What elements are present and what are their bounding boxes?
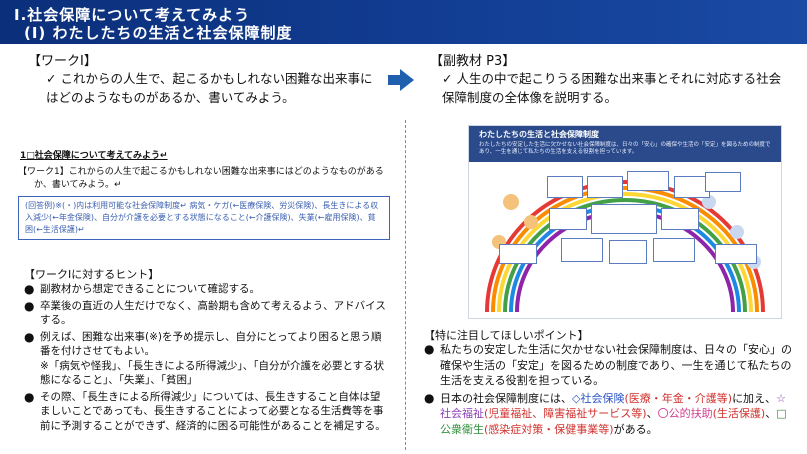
- hint-sub-note: ※「病気や怪我」、「長生きによる所得減少」、「自分が介護を必要とする状態になるこ…: [40, 359, 385, 387]
- bullet-icon: ●: [424, 390, 435, 405]
- right-arrow-icon: [388, 69, 414, 91]
- diagram-box: [587, 176, 623, 198]
- focus-point: ● 日本の社会保障制度には、◇社会保険(医療・年金・介護等)に加え、☆社会福祉(…: [424, 390, 787, 436]
- diagram-description: わたしたちの安定した生活に欠かせない社会保障制度は、日々の「安心」の確保や生活の…: [479, 142, 771, 155]
- social-security-diagram: わたしたちの生活と社会保障制度 わたしたちの安定した生活に欠かせない社会保障制度…: [468, 125, 782, 319]
- section-title: Ⅰ.社会保障について考えてみよう: [14, 6, 251, 24]
- diagram-box: [547, 176, 583, 198]
- hint-item: ● 卒業後の直近の人生だけでなく、高齢期も含めて考えるよう、アドバイスする。: [24, 298, 386, 327]
- bullet-icon: ●: [424, 342, 435, 356]
- worksheet-excerpt: 1□社会保障について考えてみよう↵ 【ワーク1】これからの人生で起こるかもしれな…: [18, 150, 390, 240]
- bullet-icon: ●: [24, 298, 35, 313]
- reference-title: 【副教材 P3】: [430, 54, 516, 69]
- header-banner: Ⅰ.社会保障について考えてみよう (Ⅰ) わたしたちの生活と社会保障制度: [0, 0, 807, 44]
- diagram-box: [653, 238, 695, 262]
- diagram-box: [715, 244, 757, 264]
- bullet-icon: ●: [24, 282, 35, 296]
- bullet-icon: ●: [24, 389, 35, 404]
- diagram-box: [591, 204, 657, 234]
- social-welfare-label: ☆社会福祉: [440, 391, 786, 421]
- diagram-box: [561, 238, 603, 262]
- diagram-box: [609, 240, 647, 264]
- worksheet-work: 【ワーク1】これからの人生で起こるかもしれない困難な出来事にはどのようなものがあ…: [18, 167, 384, 190]
- diagram-box: [499, 244, 537, 264]
- focus-title: 【特に注目してほしいポイント】: [424, 329, 589, 342]
- diagram-box: [549, 208, 587, 230]
- hint-item: ● その際、「長生きによる所得減少」については、長生きすること自体は望ましいこと…: [24, 389, 386, 432]
- hints-list: ● 副教材から想定できることについて確認する。 ● 卒業後の直近の人生だけでなく…: [24, 282, 390, 435]
- focus-point: ● 私たちの安定した生活に欠かせない社会保障制度は、日々の「安心」の確保や生活の…: [424, 342, 792, 387]
- social-insurance-label: ◇社会保険: [572, 391, 625, 405]
- diagram-box: [705, 172, 741, 192]
- answer-example-box: (回答例)※(・)内は利用可能な社会保障制度↵ 病気・ケガ(←医療保険、労災保険…: [18, 196, 390, 240]
- column-divider: [405, 120, 406, 450]
- work-title: 【ワークⅠ】: [28, 54, 97, 69]
- work-instruction: ✓ これからの人生で、起こるかもしれない困難な出来事にはどのようなものがあるか、…: [46, 71, 373, 105]
- subsection-title: (Ⅰ) わたしたちの生活と社会保障制度: [24, 24, 293, 42]
- hints-title: 【ワークⅠに対するヒント】: [24, 268, 160, 281]
- public-assistance-label: 〇公的扶助: [657, 407, 713, 420]
- public-health-label: □公衆衛生: [440, 407, 787, 436]
- hint-item: ● 副教材から想定できることについて確認する。: [24, 282, 260, 296]
- worksheet-title: 1□社会保障について考えてみよう↵: [20, 151, 168, 161]
- diagram-box: [661, 208, 699, 230]
- diagram-box: [627, 171, 669, 191]
- bullet-icon: ●: [24, 329, 35, 344]
- diagram-title: わたしたちの生活と社会保障制度: [479, 130, 599, 139]
- reference-instruction: ✓ 人生の中で起こりうる困難な出来事とそれに対応する社会保障制度の全体像を説明す…: [442, 71, 782, 105]
- focus-points: ● 私たちの安定した生活に欠かせない社会保障制度は、日々の「安心」の確保や生活の…: [424, 342, 794, 439]
- diagram-header: わたしたちの生活と社会保障制度 わたしたちの安定した生活に欠かせない社会保障制度…: [469, 126, 781, 162]
- hint-item: ● 例えば、困難な出来事(※)を予め提示し、自分にとってより困ると思う順番を付け…: [24, 330, 390, 388]
